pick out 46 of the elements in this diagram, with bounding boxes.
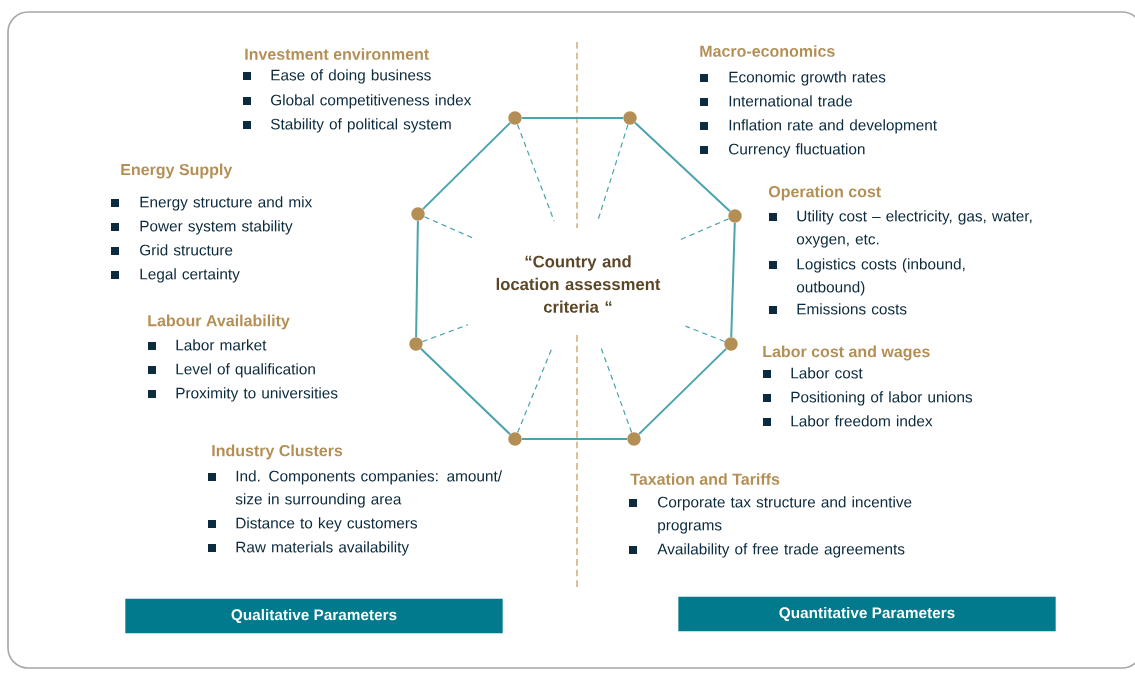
octagon-side [415, 219, 419, 339]
bullet-item: Grid structure [111, 244, 233, 256]
bullet-item: Legal certainty [111, 268, 240, 283]
bullet-item: Distance to key customers [208, 517, 418, 532]
category-heading: Energy Supply [121, 163, 233, 179]
dashed-spoke [516, 123, 555, 222]
bullet-item: Level of qualification [148, 363, 315, 378]
bullet-item: Currency fluctuation [700, 143, 865, 158]
bullet-item: Utility cost – electricity, gas, water, oxygen, etc. [769, 210, 1032, 248]
bullet-item: Availability of free trade agreements [629, 543, 905, 558]
category-heading: Macro-economics [700, 45, 835, 57]
bullet-item: Raw materials availability [208, 541, 409, 556]
category-heading: Industry Clusters [212, 444, 343, 460]
bullet-item: Positioning of labor unions [763, 391, 973, 406]
dashed-spoke [680, 218, 730, 241]
bullet-item: Ind. Components companies: amount/ size in surrounding area [208, 470, 502, 508]
bullet-item: Global competitiveness index [243, 94, 472, 109]
category-heading: Investment environment [245, 48, 429, 60]
octagon-side [730, 221, 736, 339]
parameter-banner: Qualitative Parameters [125, 598, 503, 634]
octagon-side [634, 121, 731, 213]
bullet-item: Proximity to universities [148, 387, 338, 402]
bullet-item: Logistics costs (inbound, outbound) [769, 258, 965, 296]
octagon-side [421, 121, 512, 211]
bullet-item: Stability of political system [243, 118, 451, 133]
bullet-item: Energy structure and mix [111, 196, 313, 211]
bullet-item: Ease of doing business [243, 69, 431, 84]
category-heading: Labour Availability [148, 314, 290, 330]
parameter-banner: Quantitative Parameters [678, 596, 1056, 632]
octagon-side [520, 117, 625, 119]
bullet-item: Labor market [148, 339, 267, 351]
bullet-item: Power system stability [111, 220, 293, 235]
bullet-item: International trade [700, 95, 852, 107]
bullet-item: Labor cost [763, 367, 863, 379]
octagon-side [420, 347, 511, 436]
bullet-item: Inflation rate and development [700, 119, 937, 134]
dashed-spoke [517, 346, 554, 434]
bullet-item: Emissions costs [769, 303, 907, 315]
bullet-item: Labor freedom index [763, 415, 933, 427]
dashed-spoke [597, 124, 629, 222]
dashed-spoke [423, 216, 477, 240]
octagon-side [637, 347, 728, 436]
bullet-item: Corporate tax structure and incentive programs [629, 496, 912, 534]
bullet-item: Economic growth rates [700, 71, 886, 86]
octagon-side [520, 438, 629, 440]
center-text: “Country and location assessment criteria “ [496, 255, 661, 313]
